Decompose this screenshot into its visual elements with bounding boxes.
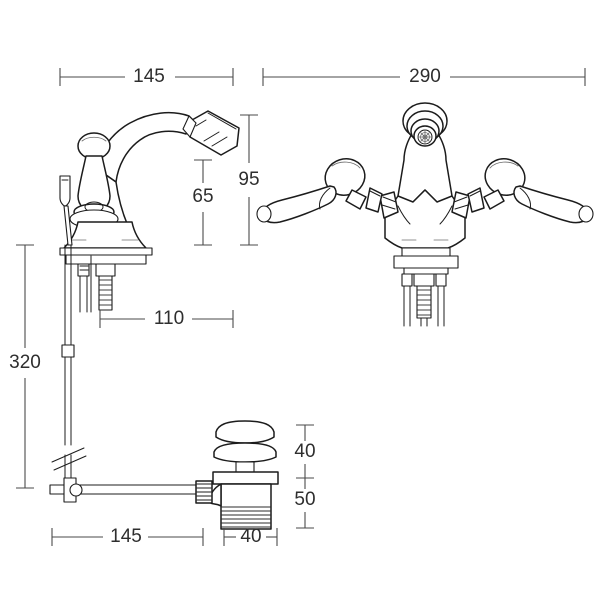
dimension-handle-span: 290 bbox=[262, 66, 586, 87]
waste-mounting-flange bbox=[212, 471, 279, 485]
waste-threaded-section bbox=[221, 506, 271, 528]
front-supply-tails bbox=[401, 273, 447, 327]
dimension-waste-offset-bottom: 145 bbox=[51, 526, 204, 547]
dimension-label-320: 320 bbox=[9, 352, 41, 373]
mounting-plate bbox=[59, 247, 153, 256]
dimension-label-65: 65 bbox=[192, 186, 213, 207]
dimension-label-145-top: 145 bbox=[133, 66, 165, 87]
dimension-label-110: 110 bbox=[154, 308, 184, 329]
front-body-shoulders bbox=[384, 189, 466, 249]
dimension-spout-height-lower: 65 bbox=[192, 159, 214, 246]
dimension-waste-rod-drop: 320 bbox=[9, 244, 41, 489]
lever-handle-right bbox=[513, 185, 589, 224]
rod-adjuster-clip bbox=[61, 344, 75, 358]
waste-flange-upper bbox=[213, 442, 277, 463]
front-aerator bbox=[402, 102, 448, 147]
waste-pivot-boss bbox=[195, 480, 222, 507]
supply-tails bbox=[77, 255, 92, 313]
dimension-spout-reach-top: 145 bbox=[59, 66, 234, 87]
pivot-ball bbox=[69, 483, 83, 497]
dimension-spout-height-total: 95 bbox=[238, 114, 260, 246]
spout-aerator bbox=[182, 110, 240, 156]
dimension-waste-body-width: 40 bbox=[223, 526, 278, 547]
mounting-washer bbox=[65, 254, 147, 265]
dimension-label-290: 290 bbox=[409, 66, 441, 87]
front-handle-right bbox=[451, 158, 594, 224]
dimension-label-40-width: 40 bbox=[240, 526, 261, 547]
threaded-tail-stud bbox=[95, 263, 116, 311]
waste-seat-slot bbox=[235, 461, 255, 473]
front-mounting-plate bbox=[401, 247, 451, 257]
dimension-tail-offset: 110 bbox=[99, 308, 234, 329]
dimension-label-40-height: 40 bbox=[294, 441, 315, 462]
popup-waste-group bbox=[195, 420, 279, 530]
front-threaded-tail bbox=[413, 273, 435, 319]
dimension-waste-body-height: 50 bbox=[294, 477, 316, 529]
front-handle-left bbox=[256, 158, 399, 224]
waste-body bbox=[220, 483, 272, 530]
dimension-label-50: 50 bbox=[294, 489, 315, 510]
front-view-group bbox=[256, 102, 594, 327]
waste-top-cap bbox=[215, 420, 275, 444]
front-mounting-washer bbox=[393, 255, 459, 269]
waste-lift-knob bbox=[59, 175, 73, 246]
lever-handle-left bbox=[261, 185, 337, 224]
dimension-label-95: 95 bbox=[238, 169, 259, 190]
tap-base-body bbox=[63, 221, 147, 249]
side-view-group bbox=[49, 110, 240, 503]
dimension-label-145-bottom: 145 bbox=[110, 526, 142, 547]
